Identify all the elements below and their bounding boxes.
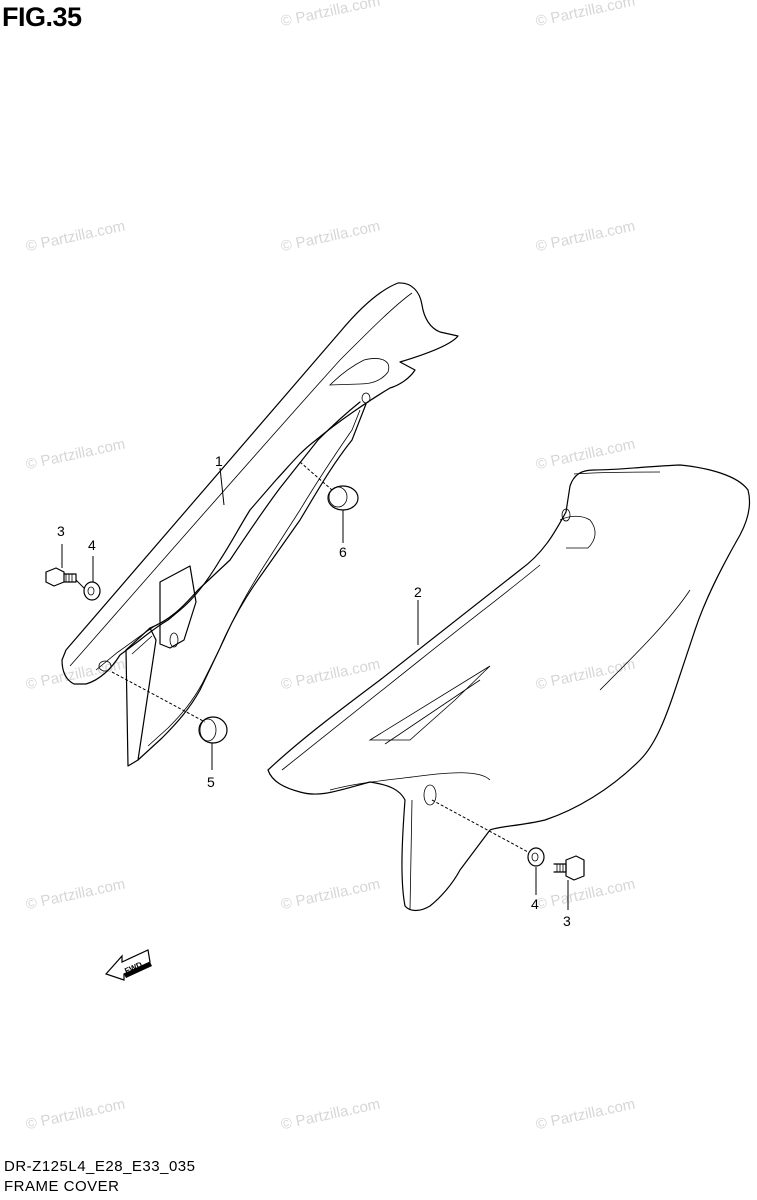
watermark: © Partzilla.com [24,876,126,914]
grommet-6 [327,485,359,511]
watermark: © Partzilla.com [24,1096,126,1134]
fwd-arrow-icon: FWD [104,949,152,981]
watermark: © Partzilla.com [534,1096,636,1134]
bolt-3-left [45,567,77,587]
watermark: © Partzilla.com [534,436,636,474]
callout-5: 5 [207,774,215,790]
watermark: © Partzilla.com [534,218,636,256]
watermark: © Partzilla.com [534,876,636,914]
watermark: © Partzilla.com [279,656,381,694]
callout-3-right: 3 [563,913,571,929]
callout-3-left: 3 [57,523,65,539]
frame-cover-left [61,282,459,767]
watermark: © Partzilla.com [24,436,126,474]
frame-cover-right [267,464,751,912]
callout-1: 1 [215,453,223,469]
watermark: © Partzilla.com [24,218,126,256]
watermark: © Partzilla.com [534,656,636,694]
bolt-3-right [553,855,585,881]
watermark: © Partzilla.com [279,1096,381,1134]
watermark: © Partzilla.com [534,0,636,30]
callout-4-left: 4 [88,537,96,553]
callout-6: 6 [339,544,347,560]
figure-code: DR-Z125L4_E28_E33_035 [4,1158,196,1175]
watermark: © Partzilla.com [279,218,381,256]
grommet-5 [198,716,228,744]
figure-title: FIG.35 [2,2,82,32]
leader-lines [61,461,569,910]
washer-4-right [527,847,545,867]
callouts: 1 3 4 6 5 2 4 3 [57,453,571,929]
watermark: © Partzilla.com [24,656,126,694]
washer-4-left [83,581,101,601]
figure-name: FRAME COVER [4,1178,120,1195]
callout-4-right: 4 [531,896,539,912]
callout-2: 2 [414,584,422,600]
watermark: © Partzilla.com [279,876,381,914]
watermark: © Partzilla.com [279,0,381,30]
